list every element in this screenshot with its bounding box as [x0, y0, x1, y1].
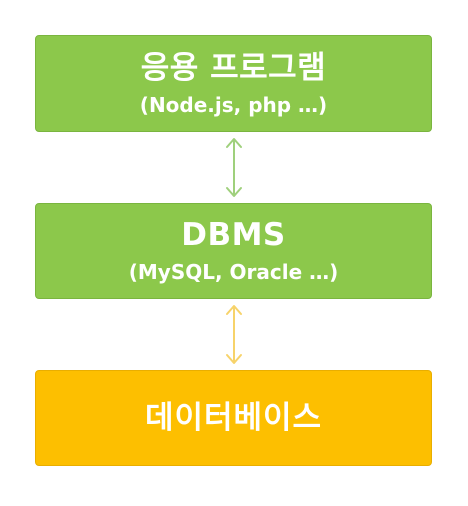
dbms-box: DBMS (MySQL, Oracle …): [35, 203, 432, 299]
application-program-examples: (Node.js, php …): [139, 92, 328, 117]
app-dbms-bidirectional-arrow: [226, 138, 242, 197]
database-title: 데이터베이스: [144, 400, 323, 436]
dbms-title: DBMS: [181, 217, 286, 253]
application-program-box: 응용 프로그램 (Node.js, php …): [35, 35, 432, 132]
application-program-title: 응용 프로그램: [140, 49, 327, 86]
dbms-database-bidirectional-arrow: [226, 305, 242, 364]
database-box: 데이터베이스: [35, 370, 432, 466]
dbms-examples: (MySQL, Oracle …): [128, 260, 339, 284]
